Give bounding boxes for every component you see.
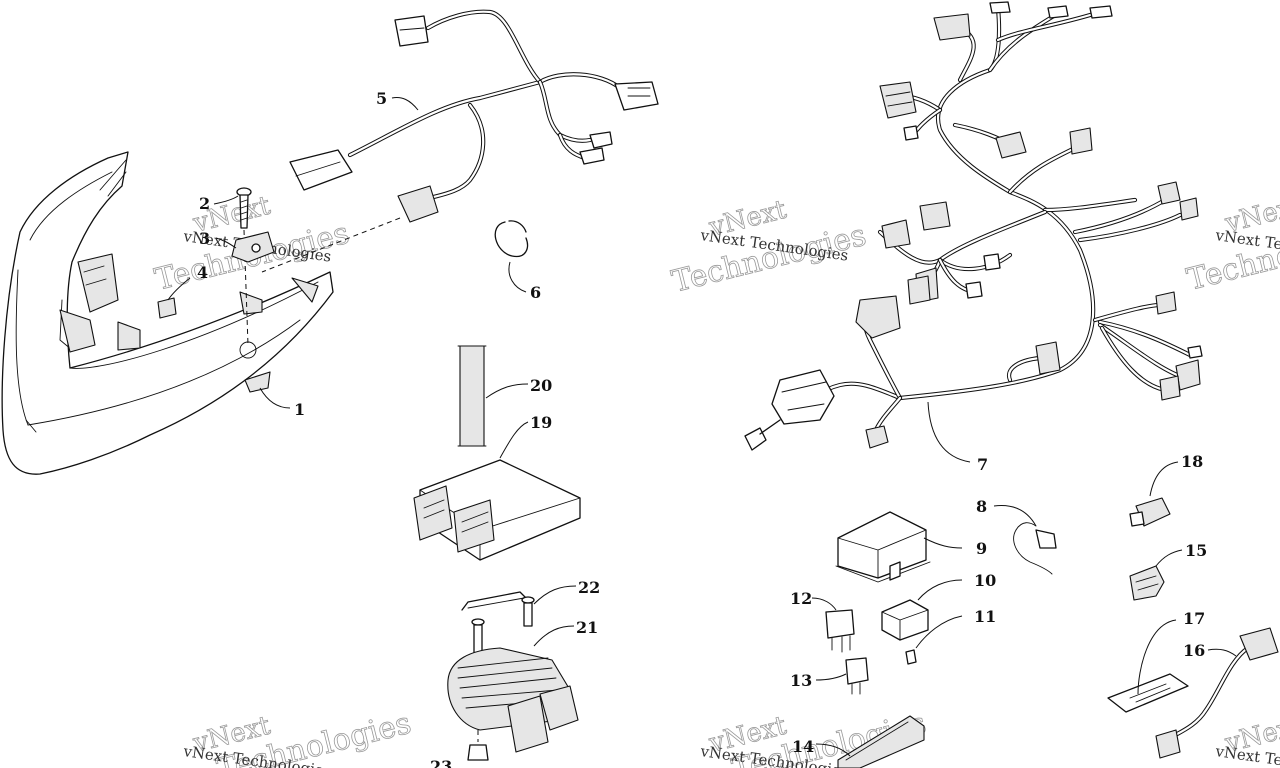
decal-part	[1107, 619, 1189, 713]
leader-2	[213, 195, 239, 205]
callout-14: 14	[792, 737, 814, 756]
watermark-6: vNext vNext Technologies	[1213, 710, 1280, 768]
leader-1	[259, 387, 291, 409]
callout-11: 11	[974, 607, 996, 626]
callout-13: 13	[790, 671, 812, 690]
callout-10: 10	[974, 571, 996, 590]
bracket-part	[231, 231, 275, 263]
relay-12-part	[811, 597, 855, 653]
fuse-part	[905, 615, 963, 665]
callout-18: 18	[1181, 452, 1203, 471]
callout-22: 22	[578, 578, 600, 597]
callout-2: 2	[199, 194, 210, 213]
callout-19: 19	[530, 413, 552, 432]
screw-part	[236, 187, 252, 346]
jumper-harness-part	[1155, 627, 1279, 759]
callout-5: 5	[376, 89, 387, 108]
callout-3: 3	[199, 229, 210, 248]
tray-part	[815, 715, 925, 768]
callout-17: 17	[1183, 609, 1205, 628]
strap-part	[457, 345, 529, 447]
clip-part	[157, 297, 177, 319]
bulb-part	[993, 505, 1057, 575]
callout-8: 8	[976, 497, 987, 516]
callout-4: 4	[197, 263, 208, 282]
relay-block-part	[881, 579, 963, 641]
fuse-box-part	[835, 511, 963, 583]
callout-21: 21	[576, 618, 598, 637]
callout-labels: 1 2 3 4 5 6 7 8 9 10 11 12 13 14 15 16 1…	[197, 89, 1207, 768]
watermark-3: vNext Technologies vNext Technologies	[1183, 190, 1280, 298]
callout-12: 12	[790, 589, 812, 608]
connector-18-part	[1129, 461, 1179, 527]
callout-7: 7	[977, 455, 988, 474]
callout-20: 20	[530, 376, 552, 395]
relay-13-part	[815, 657, 869, 695]
ecu-module-part	[413, 421, 581, 561]
connector-15-part	[1129, 549, 1183, 601]
headlight-housing-part	[1, 151, 334, 475]
callout-9: 9	[976, 539, 987, 558]
callout-1: 1	[294, 400, 305, 419]
callout-15: 15	[1185, 541, 1207, 560]
watermark-2: vNext Technologies vNext Technologies	[668, 194, 870, 300]
headlight-harness-part	[261, 9, 659, 273]
leader-4	[167, 277, 191, 301]
leader-3	[215, 237, 237, 249]
regulator-part	[447, 585, 579, 761]
callout-23: 23	[430, 757, 452, 768]
watermark-4: vNext Technologies vNext Technologies	[181, 705, 415, 768]
snap-ring-part	[494, 220, 529, 293]
callout-16: 16	[1183, 641, 1205, 660]
callout-6: 6	[530, 283, 541, 302]
main-harness-part	[744, 1, 1203, 463]
